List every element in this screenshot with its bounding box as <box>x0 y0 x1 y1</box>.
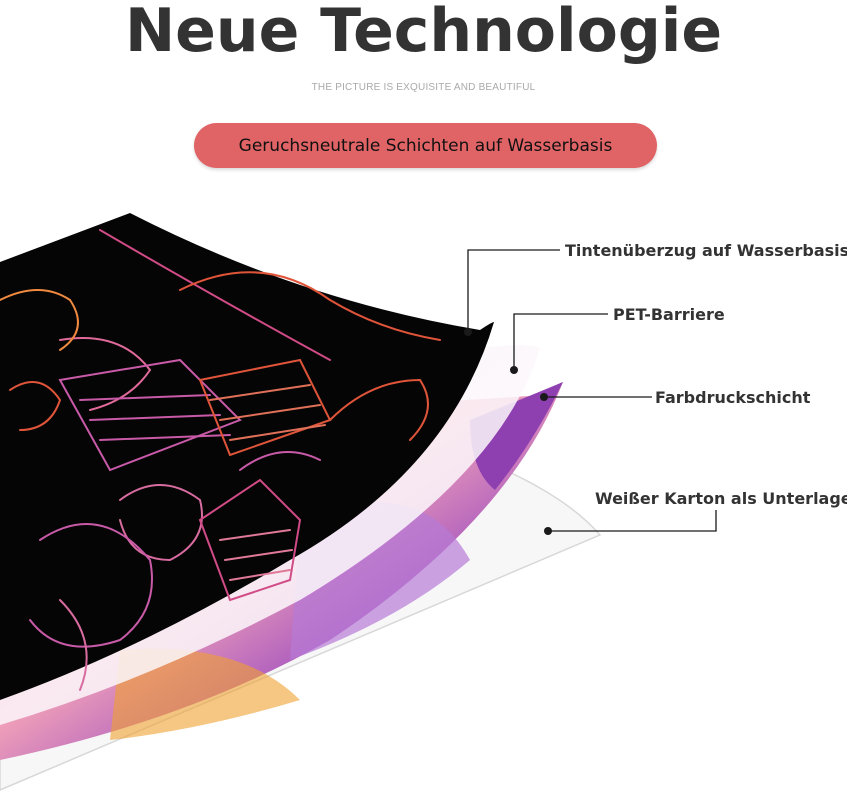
orange-swirl <box>110 648 300 740</box>
scratch-artwork <box>0 229 441 691</box>
black-ink-layer <box>0 213 494 700</box>
callout-dot-ink <box>464 328 472 336</box>
feature-badge: Geruchsneutrale Schichten auf Wasserbasi… <box>194 123 657 168</box>
page-subtitle: THE PICTURE IS EXQUISITE AND BEAUTIFUL <box>311 82 536 93</box>
callout-lines <box>467 249 717 532</box>
page-title: Neue Technologie <box>124 0 723 66</box>
callout-color-print: Farbdruckschicht <box>655 388 811 407</box>
callout-dot-color <box>540 393 548 401</box>
callout-pet-barrier: PET-Barriere <box>613 305 725 324</box>
callout-white-cardboard: Weißer Karton als Unterlage <box>595 489 847 508</box>
purple-edge <box>470 382 563 490</box>
feature-badge-label: Geruchsneutrale Schichten auf Wasserbasi… <box>238 135 613 156</box>
callout-dot-pet <box>510 366 518 374</box>
callout-dot-card <box>544 527 552 535</box>
callout-ink-coating: Tintenüberzug auf Wasserbasis <box>565 241 847 260</box>
